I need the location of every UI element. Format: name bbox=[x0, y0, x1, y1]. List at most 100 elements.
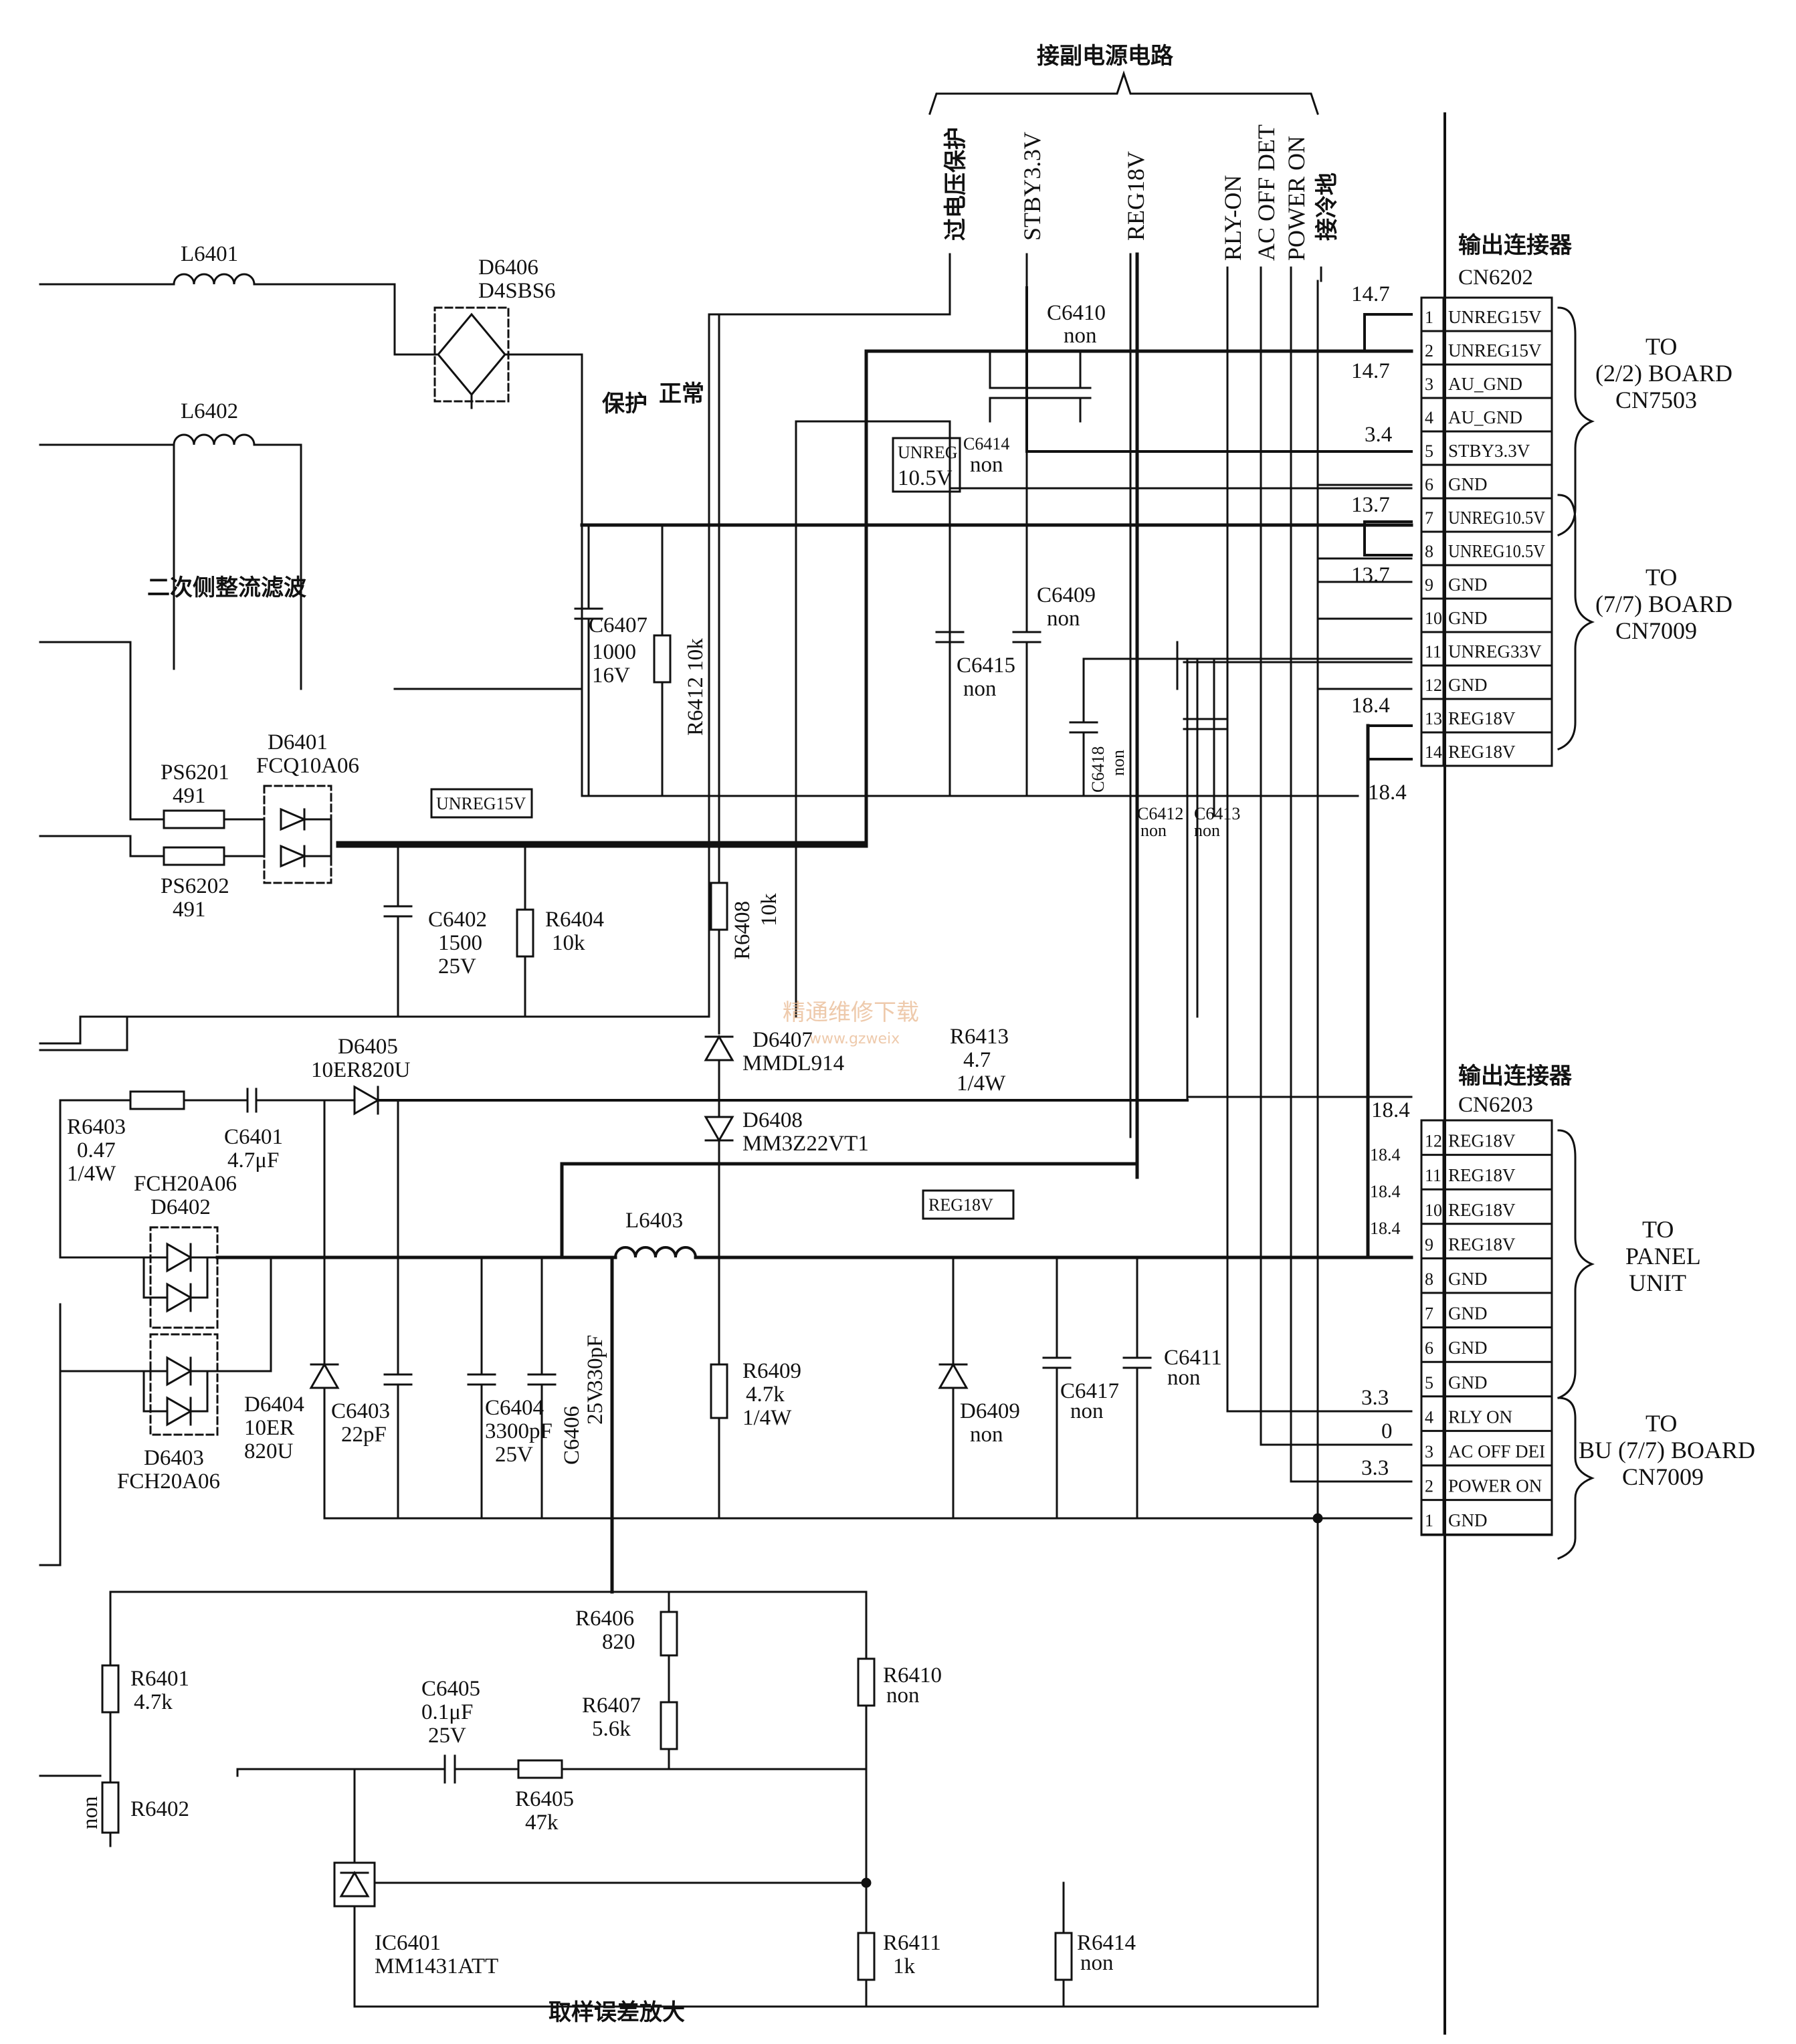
unreg105-tag-b: 10.5V bbox=[898, 466, 953, 490]
protect-label: 保护 bbox=[602, 391, 647, 417]
top-signal-lines bbox=[928, 70, 1413, 1483]
watermark-text: 精通维修下载 bbox=[783, 999, 919, 1026]
cn6203-dest1-c: UNIT bbox=[1629, 1269, 1686, 1296]
label-r6414: R6414 bbox=[1077, 1931, 1136, 1955]
cn6202-dest1-c: CN7503 bbox=[1615, 387, 1697, 413]
label-ps6201v: 491 bbox=[173, 784, 206, 808]
cn6203-ref: CN6203 bbox=[1458, 1093, 1533, 1117]
label-d6401v: FCQ10A06 bbox=[256, 754, 359, 778]
label-r6403v2: 1/4W bbox=[67, 1162, 116, 1186]
over-voltage-label: 过电压保护 bbox=[942, 127, 969, 241]
label-c6404v2: 25V bbox=[495, 1443, 533, 1467]
cn6203-voltage: 18.4 bbox=[1370, 1182, 1401, 1201]
brace-cn6203-top bbox=[1557, 1129, 1595, 1399]
pin-number: 3 bbox=[1425, 1442, 1433, 1461]
pin-number: 3 bbox=[1425, 375, 1433, 394]
pin-number: 8 bbox=[1425, 1269, 1433, 1289]
pin-name: GND bbox=[1448, 608, 1488, 628]
cn6202-voltage: 13.7 bbox=[1351, 493, 1390, 517]
cn6203-dest2-b: BU (7/7) BOARD bbox=[1579, 1437, 1755, 1463]
pin-name: GND bbox=[1448, 1372, 1488, 1393]
label-d6409v: non bbox=[970, 1423, 1003, 1447]
pin-name: REG18V bbox=[1448, 742, 1516, 762]
label-c6415: C6415 bbox=[957, 653, 1015, 678]
label-d6409: D6409 bbox=[960, 1399, 1020, 1423]
label-c6406: C6406 bbox=[560, 1406, 584, 1465]
label-c6414v: non bbox=[970, 453, 1003, 477]
label-l6401: L6401 bbox=[181, 242, 238, 266]
pin-name: GND bbox=[1448, 575, 1488, 595]
label-r6410: R6410 bbox=[883, 1663, 942, 1688]
label-ps6202v: 491 bbox=[173, 898, 206, 922]
label-r6407v: 5.6k bbox=[592, 1717, 631, 1741]
label-d6407v: MMDL914 bbox=[742, 1051, 844, 1076]
label-c6404v1: 3300pF bbox=[485, 1419, 553, 1443]
cn6203-dest2-a: TO bbox=[1645, 1410, 1677, 1437]
pin-number: 12 bbox=[1425, 676, 1442, 695]
label-r6413v1: 4.7 bbox=[963, 1048, 991, 1072]
label-r6409v1: 4.7k bbox=[746, 1383, 785, 1407]
label-ps6202: PS6202 bbox=[161, 874, 229, 898]
cn6202-dest1-b: (2/2) BOARD bbox=[1595, 360, 1732, 387]
label-c6410v: non bbox=[1064, 324, 1097, 348]
label-d6404v2: 820U bbox=[244, 1439, 294, 1463]
pin-number: 11 bbox=[1425, 642, 1441, 661]
reg18v-tag-box bbox=[922, 1189, 1015, 1220]
label-c6402v2: 25V bbox=[438, 954, 476, 979]
pin-number: 14 bbox=[1425, 742, 1442, 762]
label-d6401: D6401 bbox=[268, 730, 328, 754]
label-c6410: C6410 bbox=[1047, 301, 1106, 325]
pin-name: POWER ON bbox=[1448, 1476, 1542, 1496]
label-c6409: C6409 bbox=[1037, 583, 1096, 607]
pin-number: 2 bbox=[1425, 341, 1433, 361]
label-c6405v2: 25V bbox=[428, 1724, 466, 1748]
cn6202-dest2-c: CN7009 bbox=[1615, 617, 1697, 644]
watermark-url: www.gzweix bbox=[809, 1031, 900, 1047]
label-d6404: D6404 bbox=[244, 1393, 304, 1417]
label-d6406: D6406 bbox=[478, 256, 538, 280]
label-r6408v: 10k bbox=[757, 893, 781, 926]
label-d6408v: MM3Z22VT1 bbox=[742, 1132, 869, 1156]
label-ic6401: IC6401 bbox=[375, 1931, 441, 1955]
sampling-label: 取样误差放大 bbox=[548, 1999, 685, 2026]
pin-name: AU_GND bbox=[1448, 407, 1522, 427]
label-ps6201: PS6201 bbox=[161, 760, 229, 785]
cn6203-voltage: 3.3 bbox=[1361, 1386, 1389, 1410]
brace-cn6202-top bbox=[1557, 306, 1595, 536]
pin-number: 11 bbox=[1425, 1166, 1441, 1185]
label-r6413v2: 1/4W bbox=[957, 1071, 1006, 1096]
label-r6401: R6401 bbox=[130, 1667, 189, 1691]
cn6202-ref: CN6202 bbox=[1458, 266, 1533, 290]
label-r6409v2: 1/4W bbox=[742, 1406, 792, 1430]
cn6202-voltage: 18.4 bbox=[1351, 694, 1390, 718]
unreg105-tag-a: UNREG bbox=[898, 443, 958, 462]
pin-number: 13 bbox=[1425, 709, 1442, 728]
pin-number: 1 bbox=[1425, 1511, 1433, 1530]
label-c6403: C6403 bbox=[331, 1399, 390, 1423]
label-c6407v1: 1000 bbox=[592, 640, 636, 664]
cn6203-dest1-a: TO bbox=[1642, 1216, 1674, 1243]
reg18-label: REG18V bbox=[1122, 151, 1149, 241]
brace-cn6203-bottom bbox=[1557, 1397, 1595, 1560]
resistor-r6412 bbox=[653, 524, 672, 797]
label-c6407: C6407 bbox=[589, 613, 647, 637]
label-c6411: C6411 bbox=[1164, 1346, 1222, 1370]
label-d6406v: D4SBS6 bbox=[478, 279, 556, 303]
cn6203-voltage: 18.4 bbox=[1370, 1219, 1401, 1238]
label-c6413: C6413 bbox=[1194, 804, 1240, 823]
label-r6412: R6412 10k bbox=[684, 638, 708, 736]
label-c6407v2: 16V bbox=[592, 663, 630, 688]
label-c6401v: 4.7μF bbox=[227, 1148, 279, 1172]
label-c6406v1: 25V bbox=[583, 1387, 607, 1425]
label-fch-top: FCH20A06 bbox=[134, 1172, 237, 1196]
label-ic6401v: MM1431ATT bbox=[375, 1954, 498, 1978]
label-c6414: C6414 bbox=[963, 434, 1009, 453]
label-c6417v: non bbox=[1070, 1399, 1104, 1423]
pin-name: STBY3.3V bbox=[1448, 441, 1530, 461]
brace-cn6202-bottom bbox=[1557, 494, 1595, 750]
label-c6402: C6402 bbox=[428, 908, 487, 932]
label-d6405v: 10ER820U bbox=[311, 1058, 411, 1082]
label-r6409: R6409 bbox=[742, 1359, 801, 1383]
